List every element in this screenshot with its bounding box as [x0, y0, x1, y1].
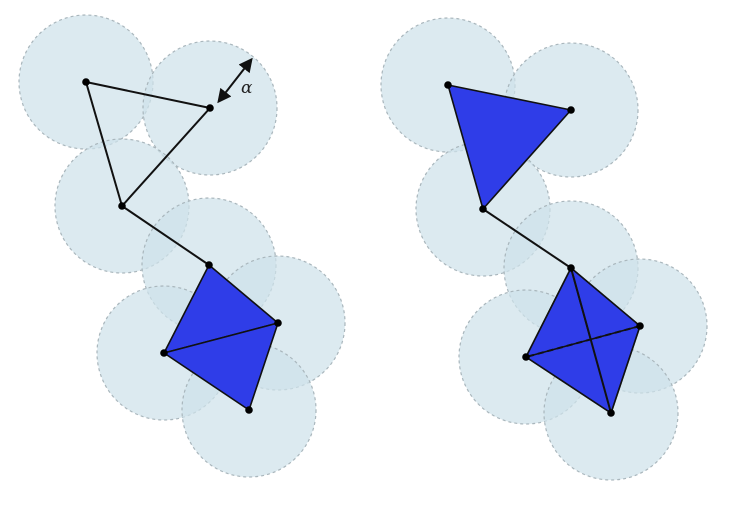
simplex-face: [447, 84, 572, 210]
alpha-annotation: α: [217, 57, 253, 104]
vertex-point: [444, 81, 452, 89]
edge: [121, 107, 211, 207]
vertex-point: [205, 261, 213, 269]
vertex-point: [479, 205, 487, 213]
vertex-point: [636, 322, 644, 330]
edge: [121, 205, 210, 266]
vertex-point: [245, 406, 253, 414]
vertex-point: [160, 349, 168, 357]
alpha-radius-arrow: [217, 57, 253, 104]
simplex-face: [525, 325, 641, 414]
edge: [85, 81, 211, 109]
vertex-point: [522, 353, 530, 361]
vertices: [82, 78, 644, 417]
vertex-point: [274, 319, 282, 327]
vertex-point: [82, 78, 90, 86]
alpha-balls: [18, 14, 708, 481]
edge: [570, 267, 612, 414]
edge: [482, 208, 572, 269]
edges: [85, 81, 641, 414]
vertex-point: [118, 202, 126, 210]
alpha-label: α: [241, 78, 253, 98]
vertex-point: [206, 104, 214, 112]
vertex-point: [567, 264, 575, 272]
vertex-point: [607, 409, 615, 417]
vertex-point: [567, 106, 575, 114]
simplex-face: [163, 322, 279, 411]
edge: [85, 81, 123, 207]
